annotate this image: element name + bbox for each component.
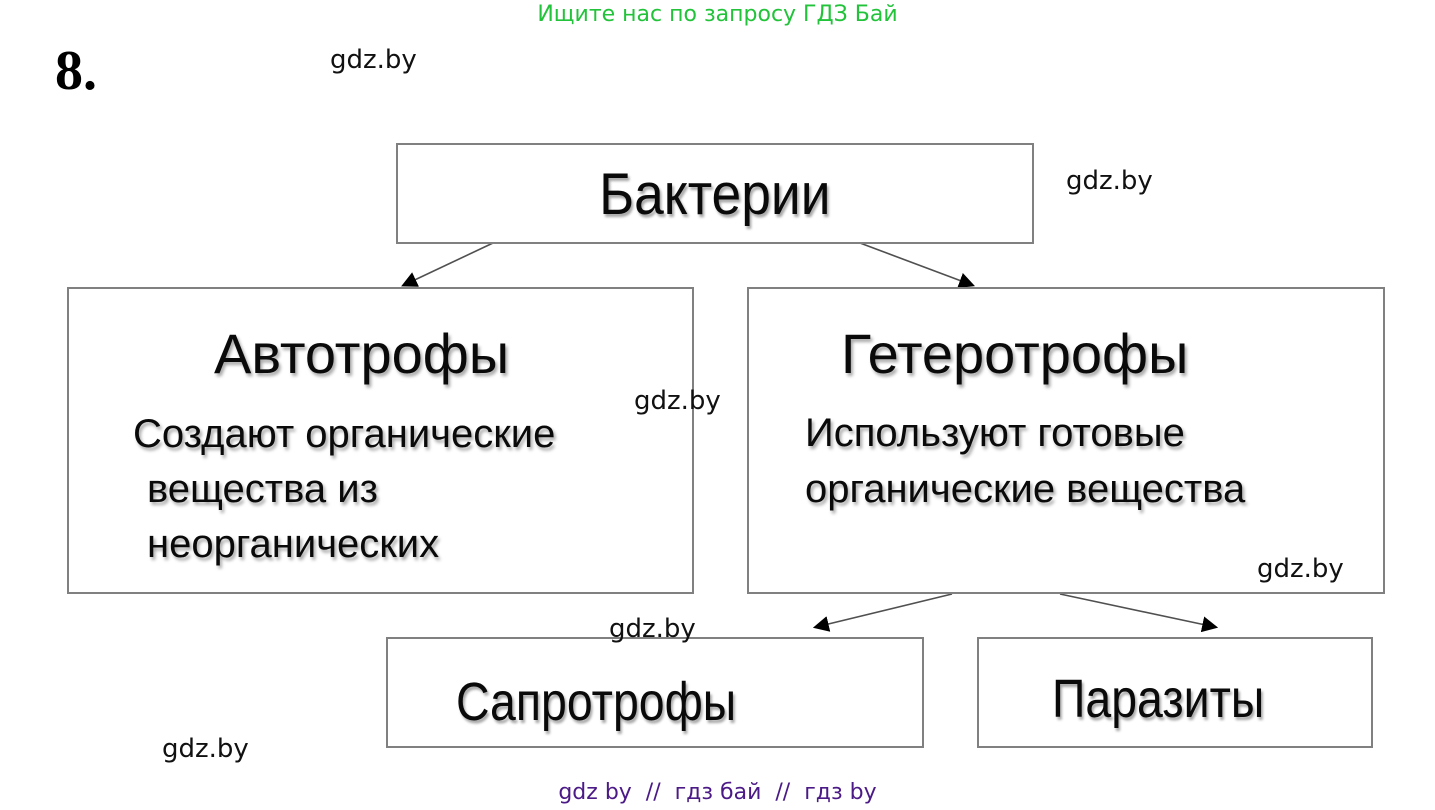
watermark: gdz.by — [1257, 554, 1344, 584]
node-parasites: Паразиты — [977, 637, 1373, 748]
node-parasites-title: Паразиты — [1052, 669, 1265, 729]
node-bacteria: Бактерии — [396, 143, 1034, 244]
watermark: gdz.by — [1066, 166, 1153, 196]
node-saprotrophs-title: Сапротрофы — [456, 672, 737, 732]
search-hint-text: Ищите нас по запросу ГДЗ Бай — [537, 2, 898, 27]
arrow-heterotrophs-to-saprotrophs — [812, 593, 953, 632]
watermark: gdz.by — [634, 386, 721, 416]
node-autotrophs-desc-line-2: вещества из — [147, 467, 378, 511]
arrow-heterotrophs-to-parasites — [1059, 593, 1219, 633]
node-autotrophs-desc-line-3: неорганических — [147, 522, 440, 566]
watermark: gdz.by — [330, 45, 417, 75]
watermark: gdz.by — [609, 614, 696, 644]
footer-text: gdz by // гдз бай // гдз by — [558, 780, 877, 805]
node-saprotrophs: Сапротрофы — [386, 637, 924, 748]
arrow-root-to-autotrophs — [401, 242, 494, 287]
node-autotrophs-title: Автотрофы — [214, 322, 510, 385]
search-hint-banner: Ищите нас по запросу ГДЗ Бай — [0, 0, 1435, 30]
node-heterotrophs: Гетеротрофы Используют готовые органичес… — [747, 287, 1385, 594]
node-heterotrophs-desc-line-1: Используют готовые — [805, 411, 1185, 455]
node-autotrophs-desc-line-1: Создают органические — [133, 412, 556, 456]
node-heterotrophs-desc-line-2: органические вещества — [805, 467, 1246, 511]
footer-links: gdz by // гдз бай // гдз by — [0, 778, 1435, 808]
node-bacteria-title: Бактерии — [599, 162, 831, 227]
task-number: 8. — [55, 40, 97, 102]
watermark: gdz.by — [162, 734, 249, 764]
node-autotrophs: Автотрофы Создают органические вещества … — [67, 287, 694, 594]
node-heterotrophs-title: Гетеротрофы — [841, 322, 1189, 385]
arrow-root-to-heterotrophs — [859, 242, 975, 288]
